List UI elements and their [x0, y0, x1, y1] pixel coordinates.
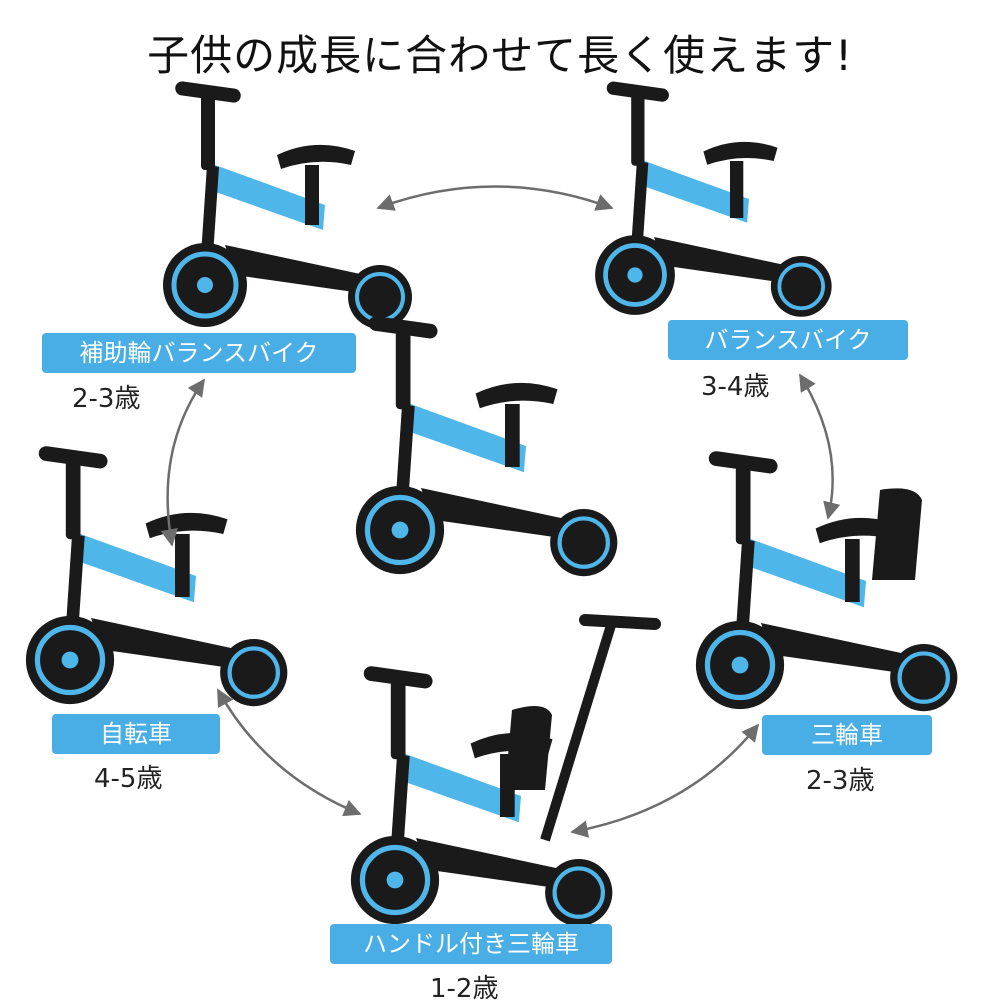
mode-label-push-tricycle: ハンドル付き三輪車: [330, 924, 612, 964]
arrow-bottom-left: [216, 688, 362, 817]
bike-push-tricycle: [351, 665, 612, 926]
arrow-right: [798, 373, 841, 520]
tricycle-backrest: [872, 488, 922, 580]
mode-age-push-tricycle: 1-2歳: [430, 974, 499, 1004]
bike-balance: [595, 81, 832, 317]
mode-age-balance: 3-4歳: [701, 372, 770, 402]
push-tricycle-backrest: [505, 706, 552, 790]
arrow-bottom-right: [570, 723, 760, 838]
mode-label-bicycle: 自転車: [52, 714, 220, 754]
mode-label-balance: バランスバイク: [668, 320, 908, 360]
mode-label-tricycle: 三輪車: [762, 715, 932, 755]
bike-center: [356, 315, 617, 576]
bike-bicycle: [26, 445, 287, 706]
mode-age-bicycle: 4-5歳: [94, 764, 163, 794]
page-title: 子供の成長に合わせて長く使えます!: [147, 31, 853, 80]
bike-tricycle: [696, 450, 957, 711]
push-handle-pole: [540, 620, 617, 842]
bike-training-wheel-balance: [163, 80, 412, 329]
push-handle-grip: [579, 614, 661, 630]
mode-age-training-wheel-balance: 2-3歳: [72, 384, 141, 414]
mode-age-tricycle: 2-3歳: [806, 766, 875, 796]
arrow-top: [376, 185, 614, 211]
arrow-left: [160, 378, 206, 547]
mode-label-training-wheel-balance: 補助輪バランスバイク: [42, 333, 356, 373]
